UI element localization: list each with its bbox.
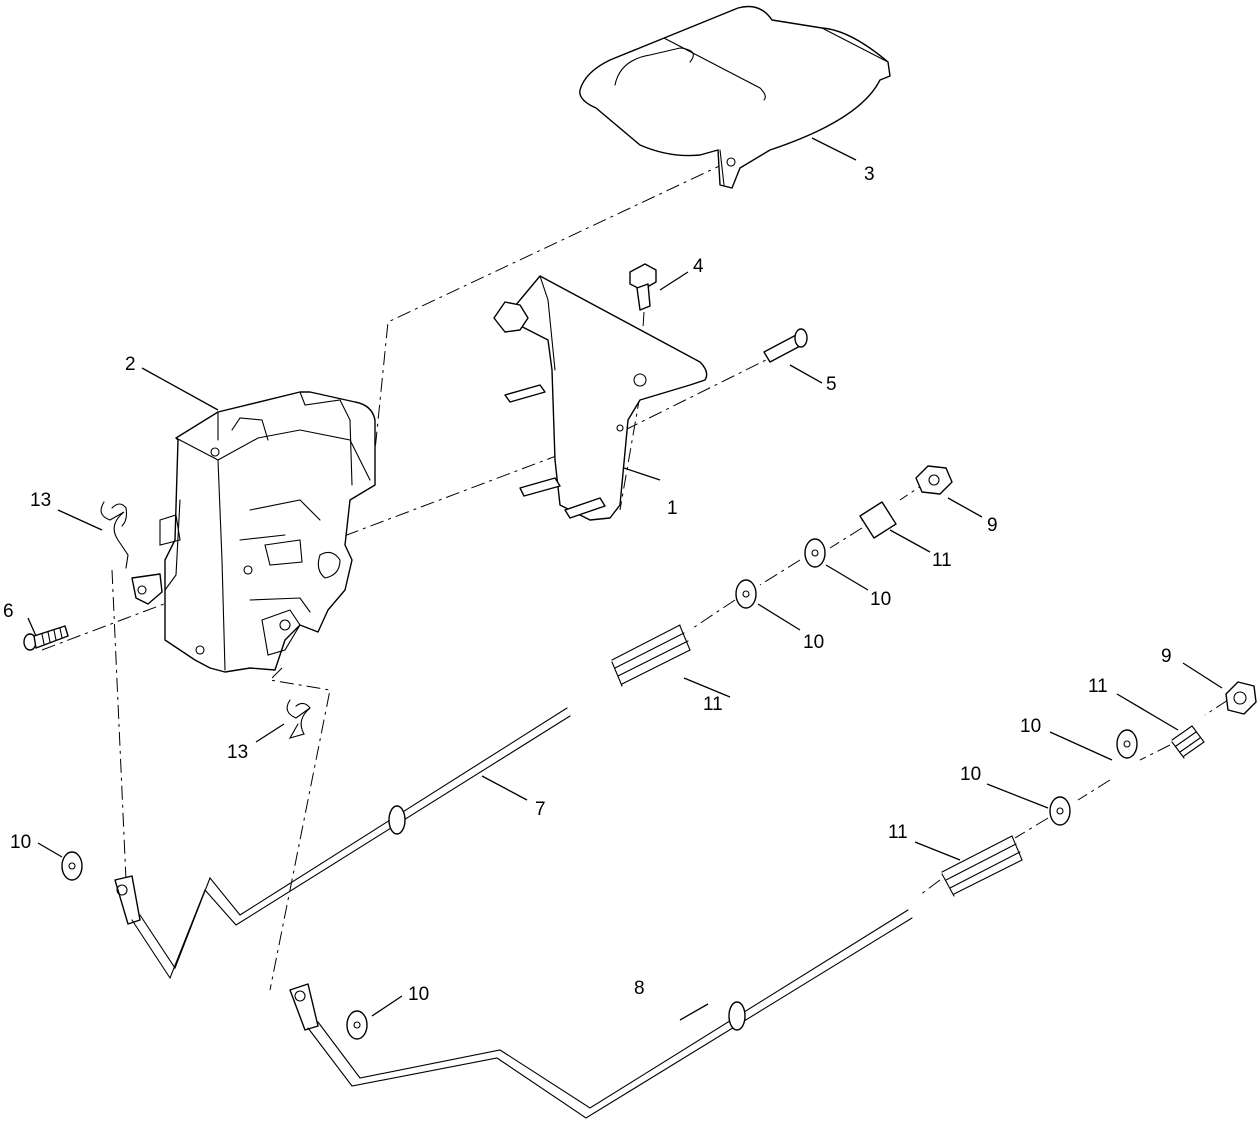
callout-11-a: 11 [932, 550, 952, 571]
part-7-control-rod [114, 707, 571, 980]
callout-8: 8 [634, 978, 645, 999]
part-5-pin [763, 328, 808, 363]
callout-7: 7 [535, 799, 546, 820]
callout-2: 2 [125, 354, 136, 375]
leader-lines [27, 137, 1223, 1021]
part-8-control-rod [289, 909, 913, 1119]
callout-10-e: 10 [10, 832, 31, 853]
callout-13-lower: 13 [227, 742, 248, 763]
callout-10-c: 10 [1020, 716, 1041, 737]
callout-10-f: 10 [408, 984, 429, 1005]
callout-10-d: 10 [960, 764, 981, 785]
callout-10-b: 10 [803, 632, 824, 653]
part-9-nut-upper [915, 465, 953, 495]
part-3-cover [579, 5, 891, 189]
part-9-nut-lower [1225, 681, 1257, 715]
part-6-screw [23, 625, 69, 651]
part-4-bolt [629, 263, 657, 311]
part-2-control-module [159, 391, 376, 673]
callout-labels: 1 2 3 4 5 6 7 8 9 9 10 10 10 10 10 10 11… [3, 164, 1172, 1005]
callout-9-lower: 9 [1161, 646, 1172, 667]
callout-9-upper: 9 [987, 515, 998, 536]
callout-5: 5 [826, 374, 837, 395]
part-13-hair-pin-clip-lower [286, 699, 311, 739]
part-1-bracket [493, 275, 708, 521]
callout-11-d: 11 [888, 822, 908, 843]
callout-1: 1 [667, 498, 678, 519]
callout-13-upper: 13 [30, 490, 51, 511]
part-10-washers [61, 538, 1138, 1040]
part-11-springs [611, 501, 1205, 897]
callout-10-a: 10 [870, 589, 891, 610]
part-13-hair-pin-clip-upper [100, 501, 163, 605]
callout-4: 4 [693, 256, 704, 277]
callout-6: 6 [3, 601, 14, 622]
callout-11-b: 11 [703, 694, 723, 715]
callout-11-c: 11 [1088, 676, 1108, 697]
callout-3: 3 [864, 164, 875, 185]
